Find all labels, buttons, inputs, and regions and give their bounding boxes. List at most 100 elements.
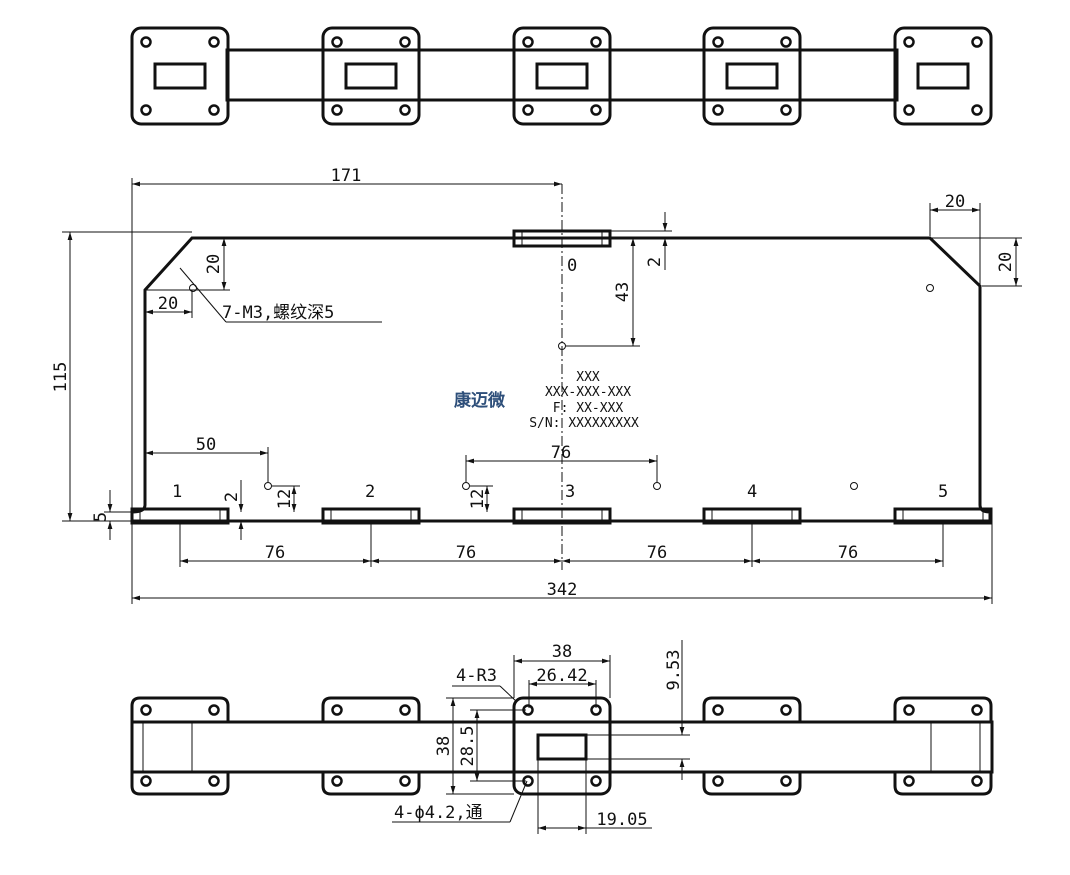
tapped-hole bbox=[926, 284, 934, 292]
flange-hole bbox=[971, 36, 983, 48]
top-flange-2 bbox=[321, 26, 421, 126]
dim-171: 171 bbox=[331, 166, 362, 186]
dim-38-height: 38 bbox=[434, 736, 454, 756]
tapped-hole bbox=[558, 342, 566, 350]
dim-38-width: 38 bbox=[552, 642, 572, 662]
flange-hole bbox=[522, 104, 534, 116]
bottom-view-dimensions: 38 26.42 4-R3 9.53 38 28. bbox=[392, 640, 690, 834]
flange-hole bbox=[399, 775, 411, 787]
flange-hole bbox=[903, 104, 915, 116]
flange-hole bbox=[331, 104, 343, 116]
note-corner-radius: 4-R3 bbox=[456, 666, 497, 686]
port-label-3: 3 bbox=[565, 482, 575, 502]
dim-26-42: 26.42 bbox=[536, 666, 587, 686]
dim-9-53: 9.53 bbox=[664, 650, 684, 691]
flange-hole bbox=[712, 36, 724, 48]
dim-76-mid: 76 bbox=[551, 443, 571, 463]
dim-76-d: 76 bbox=[838, 543, 858, 563]
flange-hole bbox=[590, 104, 602, 116]
port-label-4: 4 bbox=[747, 482, 757, 502]
bottom-flange-4 bbox=[702, 696, 802, 796]
bottom-flange-1 bbox=[130, 696, 230, 796]
dim-20-top-right-h: 20 bbox=[945, 192, 965, 212]
tapped-hole bbox=[653, 482, 661, 490]
flange-hole bbox=[971, 704, 983, 716]
dim-115: 115 bbox=[51, 362, 71, 393]
flange-hole bbox=[522, 36, 534, 48]
top-view-body bbox=[225, 48, 899, 102]
bottom-view-flanges bbox=[130, 696, 993, 796]
flange-hole bbox=[903, 775, 915, 787]
dim-20-chamfer-h: 20 bbox=[158, 294, 178, 314]
waveguide-aperture bbox=[536, 733, 588, 761]
flange-hole bbox=[331, 704, 343, 716]
bottom-view-body bbox=[130, 720, 994, 774]
flange-hole bbox=[208, 36, 220, 48]
top-view bbox=[130, 26, 993, 126]
flange-hole bbox=[780, 36, 792, 48]
dim-2-top: 2 bbox=[645, 257, 665, 267]
waveguide-aperture bbox=[916, 62, 970, 90]
logo: 康迈微 bbox=[454, 390, 506, 411]
flange-hole bbox=[140, 704, 152, 716]
dim-5: 5 bbox=[91, 512, 111, 522]
top-flange-4 bbox=[702, 26, 802, 126]
top-view-flanges bbox=[130, 26, 993, 126]
tapped-hole bbox=[462, 482, 470, 490]
flange-hole bbox=[590, 775, 602, 787]
dim-19-05: 19.05 bbox=[596, 810, 647, 830]
waveguide-aperture bbox=[535, 62, 589, 90]
flange-hole bbox=[903, 704, 915, 716]
flange-hole bbox=[780, 775, 792, 787]
flange-hole bbox=[399, 704, 411, 716]
port-label-2: 2 bbox=[365, 482, 375, 502]
port-label-5: 5 bbox=[938, 482, 948, 502]
flange-hole bbox=[780, 104, 792, 116]
top-flange-5 bbox=[893, 26, 993, 126]
marking-line-3: F: XX-XXX bbox=[553, 401, 624, 416]
tapped-hole bbox=[850, 482, 858, 490]
flange-hole bbox=[331, 775, 343, 787]
port-label-0: 0 bbox=[567, 256, 577, 276]
front-view-outline bbox=[130, 236, 992, 523]
flange-hole bbox=[208, 104, 220, 116]
waveguide-aperture bbox=[725, 62, 779, 90]
front-view: 0 1 2 3 4 5 康迈微 XXX XXX-XXX-XXX F: XX-XX… bbox=[51, 166, 1022, 604]
note-through-holes: 4-ϕ4.2,通 bbox=[394, 803, 483, 823]
dim-342: 342 bbox=[547, 580, 578, 600]
dim-50: 50 bbox=[196, 435, 216, 455]
top-flange-1 bbox=[130, 26, 230, 126]
bottom-flange-2 bbox=[321, 696, 421, 796]
waveguide-aperture bbox=[344, 62, 398, 90]
dim-20-chamfer-v: 20 bbox=[204, 254, 224, 274]
dim-12-a: 12 bbox=[275, 489, 295, 509]
waveguide-aperture bbox=[153, 62, 207, 90]
flange-hole bbox=[208, 775, 220, 787]
flange-hole bbox=[399, 36, 411, 48]
flange-hole bbox=[903, 36, 915, 48]
front-view-dimensions: 171 20 20 2 43 20 bbox=[51, 166, 1022, 604]
dim-43: 43 bbox=[613, 282, 633, 302]
flange-hole bbox=[140, 775, 152, 787]
marking-line-2: XXX-XXX-XXX bbox=[545, 385, 631, 400]
note-tapped-holes: 7-M3,螺纹深5 bbox=[222, 303, 334, 323]
dim-76-c: 76 bbox=[647, 543, 667, 563]
flange-hole bbox=[712, 704, 724, 716]
marking-line-4: S/N: XXXXXXXXX bbox=[529, 416, 639, 431]
bottom-view: 38 26.42 4-R3 9.53 38 28. bbox=[130, 640, 994, 834]
flange-hole bbox=[712, 104, 724, 116]
dim-28-5: 28.5 bbox=[458, 726, 478, 767]
flange-hole bbox=[712, 775, 724, 787]
dim-12-b: 12 bbox=[468, 489, 488, 509]
flange-hole bbox=[140, 104, 152, 116]
tapped-hole bbox=[264, 482, 272, 490]
flange-hole bbox=[590, 36, 602, 48]
bottom-flange-3 bbox=[512, 696, 612, 796]
flange-hole bbox=[208, 704, 220, 716]
dim-20-top-right-v: 20 bbox=[996, 252, 1016, 272]
dim-76-a: 76 bbox=[265, 543, 285, 563]
dim-76-b: 76 bbox=[456, 543, 476, 563]
flange-hole bbox=[971, 775, 983, 787]
flange-hole bbox=[140, 36, 152, 48]
